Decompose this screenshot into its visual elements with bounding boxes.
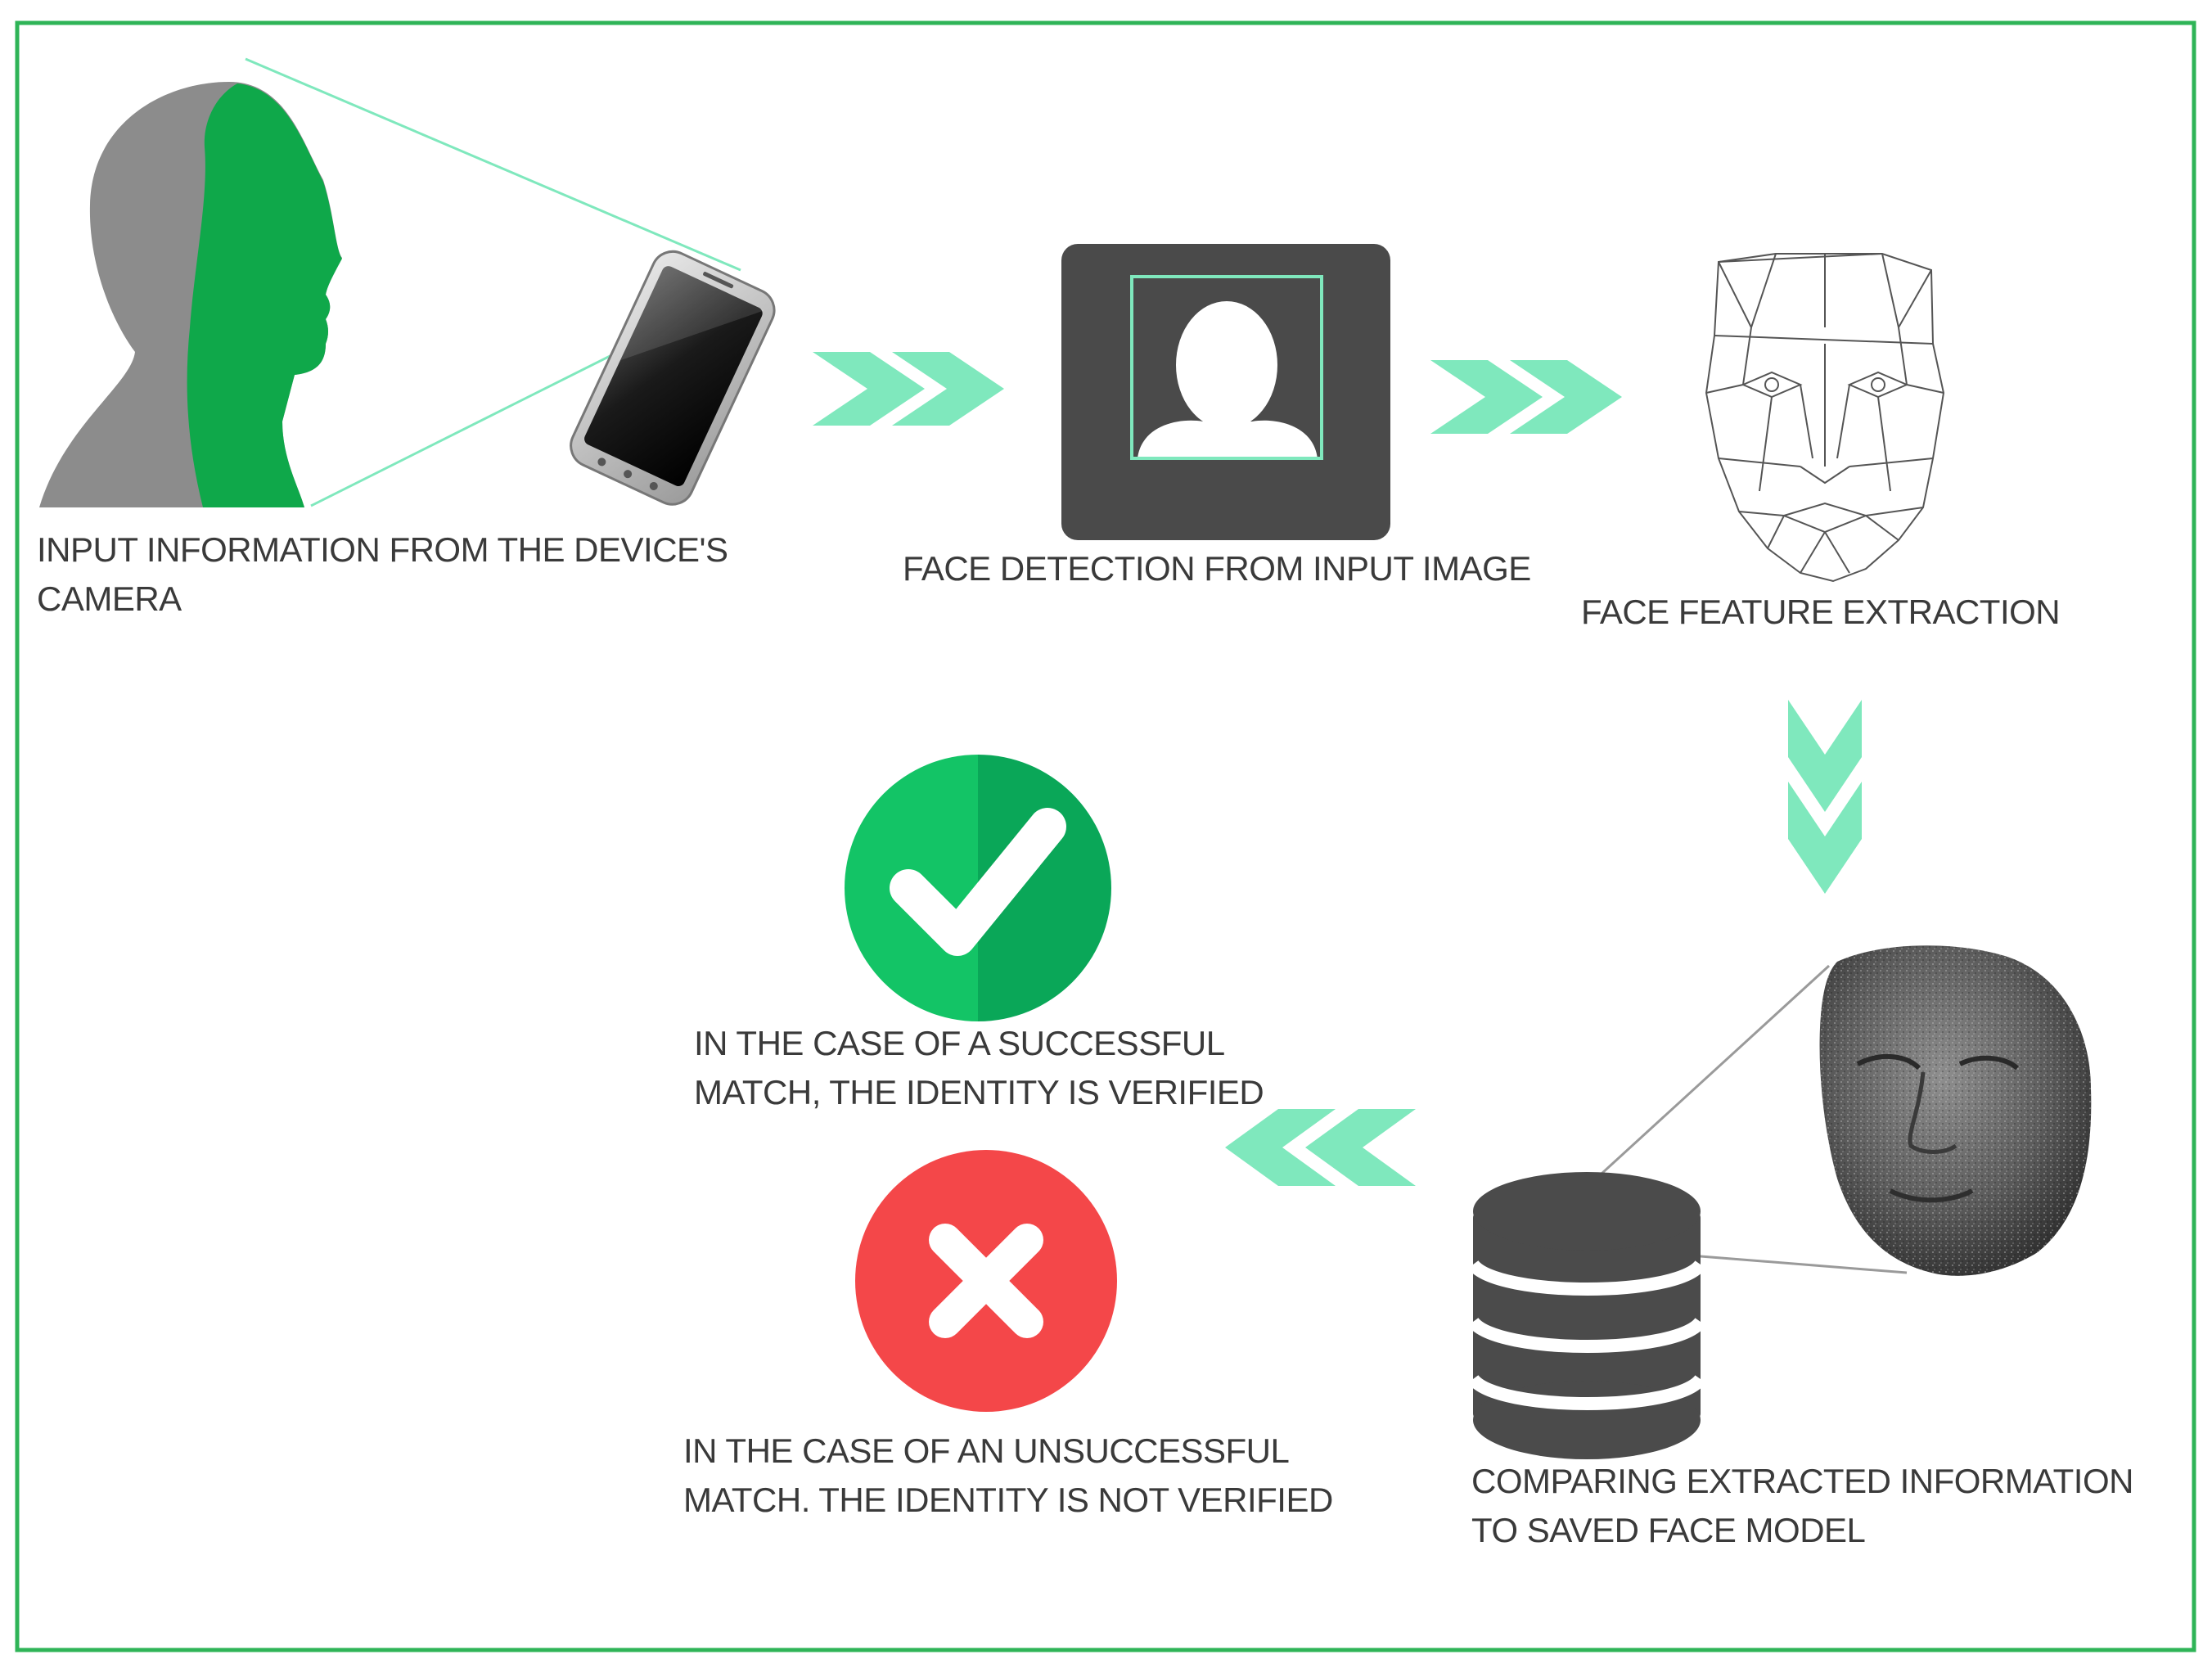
success-result-label-line1: IN THE CASE OF A SUCCESSFUL bbox=[694, 1024, 1225, 1062]
face-model-3d-icon bbox=[1590, 945, 2092, 1276]
success-result-label-line2: MATCH, THE IDENTITY IS VERIFIED bbox=[694, 1073, 1264, 1111]
extraction-step-label: FACE FEATURE EXTRACTION bbox=[1581, 593, 2061, 631]
database-icon bbox=[1467, 1172, 1706, 1459]
head-profile-icon bbox=[39, 82, 342, 507]
camera-step-label-line2: CAMERA bbox=[37, 579, 182, 618]
comparison-step-label-line1: COMPARING EXTRACTED INFORMATION bbox=[1471, 1462, 2133, 1500]
smartphone-icon bbox=[570, 250, 776, 506]
detection-step-label: FACE DETECTION FROM INPUT IMAGE bbox=[903, 549, 1531, 588]
camera-step-label-line1: INPUT INFORMATION FROM THE DEVICE'S bbox=[37, 530, 728, 569]
comparison-step-label-line2: TO SAVED FACE MODEL bbox=[1471, 1511, 1866, 1549]
diagram-frame bbox=[15, 20, 2196, 1652]
failure-result-label-line1: IN THE CASE OF AN UNSUCCESSFUL bbox=[683, 1431, 1290, 1470]
face-detection-icon bbox=[1061, 244, 1390, 540]
arrow-camera-to-detection bbox=[813, 352, 1004, 426]
failure-result-label-line2: MATCH. THE IDENTITY IS NOT VERIFIED bbox=[683, 1481, 1333, 1519]
arrow-extraction-to-comparison bbox=[1788, 700, 1862, 894]
face-mesh-icon bbox=[1705, 253, 1945, 583]
check-icon bbox=[845, 755, 1111, 1021]
arrow-detection-to-extraction bbox=[1430, 360, 1622, 434]
arrow-comparison-to-result bbox=[1225, 1109, 1416, 1186]
cross-icon bbox=[855, 1150, 1117, 1412]
